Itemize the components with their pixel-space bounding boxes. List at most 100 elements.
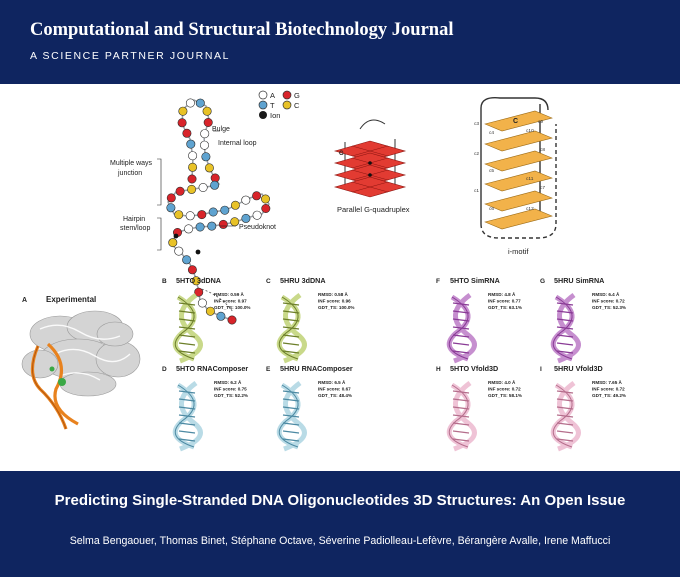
nucleotide-bead [260,194,270,204]
imotif-c6: c6 [489,206,494,212]
label-pseudoknot: Pseudoknot [239,224,276,231]
panel-letter: E [266,366,271,373]
nucleotide-bead [184,224,194,234]
panel-inf-score: INF score: 0.72 [592,299,625,304]
base-rung [178,430,196,434]
base-rung [452,334,470,338]
nucleotide-bead [200,140,210,150]
nucleotide-bead [216,311,226,321]
base-rung [556,350,574,354]
nucleotide-bead [252,210,262,220]
imotif-c9: c9 [538,119,543,125]
base-rung [282,422,300,426]
nucleotide-bead [198,183,208,193]
author-list: Selma Bengaouer, Thomas Binet, Stéphane … [69,535,611,547]
base-rung [556,414,574,418]
nucleotide-bead [241,195,251,205]
nucleotide-bead [230,200,240,210]
nucleotide-bead [194,287,204,297]
label-multiple-ways: Multiple ways [110,160,153,167]
panel-rmsd: RMSD: 6.4 Å [592,291,620,297]
base-rung [556,334,574,338]
legend-dot-g [282,90,292,100]
nucleotide-bead [201,152,211,162]
strand-backbone [278,296,299,360]
strand-backbone [174,384,195,448]
nucleotide-beads [166,98,271,325]
base-rung [556,438,574,442]
nucleotide-bead [174,210,184,220]
base-rung [178,406,196,410]
base-rung [452,310,470,314]
nucleotide-bead [174,246,184,256]
panel-title: 5HRU RNAComposer [280,364,353,373]
imotif-c11: c11 [526,176,534,182]
base-rung [556,302,574,306]
nucleotide-bead [187,265,197,275]
figure-canvas: A G T C Ion Bulge Internal loop Multiple… [21,90,626,452]
base-rung [452,318,470,322]
imotif-c2: c2 [474,151,479,157]
base-rung [452,398,470,402]
panel-letter: G [540,278,545,285]
nucleotide-bead [166,193,176,203]
panel-gdt-ts: GDT_TS: 58.1% [488,393,522,398]
base-rung [178,414,196,418]
nucleotide-bead [182,255,192,265]
panel-letter: B [162,278,167,285]
panel-title: 5HTO RNAComposer [176,364,248,373]
nucleotide-bead [188,162,198,172]
base-rung [556,318,574,322]
panel-letter: C [266,278,271,285]
imotif-c5: c5 [489,168,494,174]
panel-inf-score: INF score: 0.75 [214,387,247,392]
base-rung [282,310,300,314]
panel-inf-score: INF score: 0.72 [488,387,521,392]
nucleotide-bead [187,184,197,194]
base-rung [282,414,300,418]
strand-ribbon [283,292,307,364]
nucleotide-bead [185,211,195,221]
base-rung [556,422,574,426]
legend-dot-c [282,100,292,110]
base-rung [452,414,470,418]
panel-title: 5HRU 3dDNA [280,276,326,285]
base-rung [282,350,300,354]
base-rung [178,422,196,426]
label-junction: junction [117,170,142,177]
g-label: G [339,151,344,157]
base-rung [452,302,470,306]
base-rung [282,342,300,346]
base-rung [452,430,470,434]
journal-subtitle: A SCIENCE PARTNER JOURNAL [30,50,231,62]
legend-ion: Ion [270,111,280,120]
legend-a: A [270,91,275,100]
base-rung [556,342,574,346]
panel-letter: H [436,366,441,373]
legend-dot-t [258,100,268,110]
strand-ribbon [179,292,203,364]
panel-a-letter: A [22,297,27,304]
nucleotide-bead [252,191,262,201]
base-rung [556,326,574,330]
base-rung [178,310,196,314]
nucleotide-bead [203,117,213,127]
g-quadruplex-label: Parallel G-quadruplex [337,205,410,214]
panel-rmsd: RMSD: 6.2 Å [214,379,242,385]
strand-ribbon [453,292,477,364]
nucleotide-bead [205,306,215,316]
base-rung [452,326,470,330]
panel-inf-score: INF score: 0.77 [488,299,521,304]
ion-dot [195,249,201,255]
base-rung [452,438,470,442]
nucleotide-bead [241,213,251,223]
strand-backbone [278,384,299,448]
legend-c: C [294,101,300,110]
base-rung [178,438,196,442]
imotif-c7: c7 [540,185,545,191]
base-rung [178,350,196,354]
